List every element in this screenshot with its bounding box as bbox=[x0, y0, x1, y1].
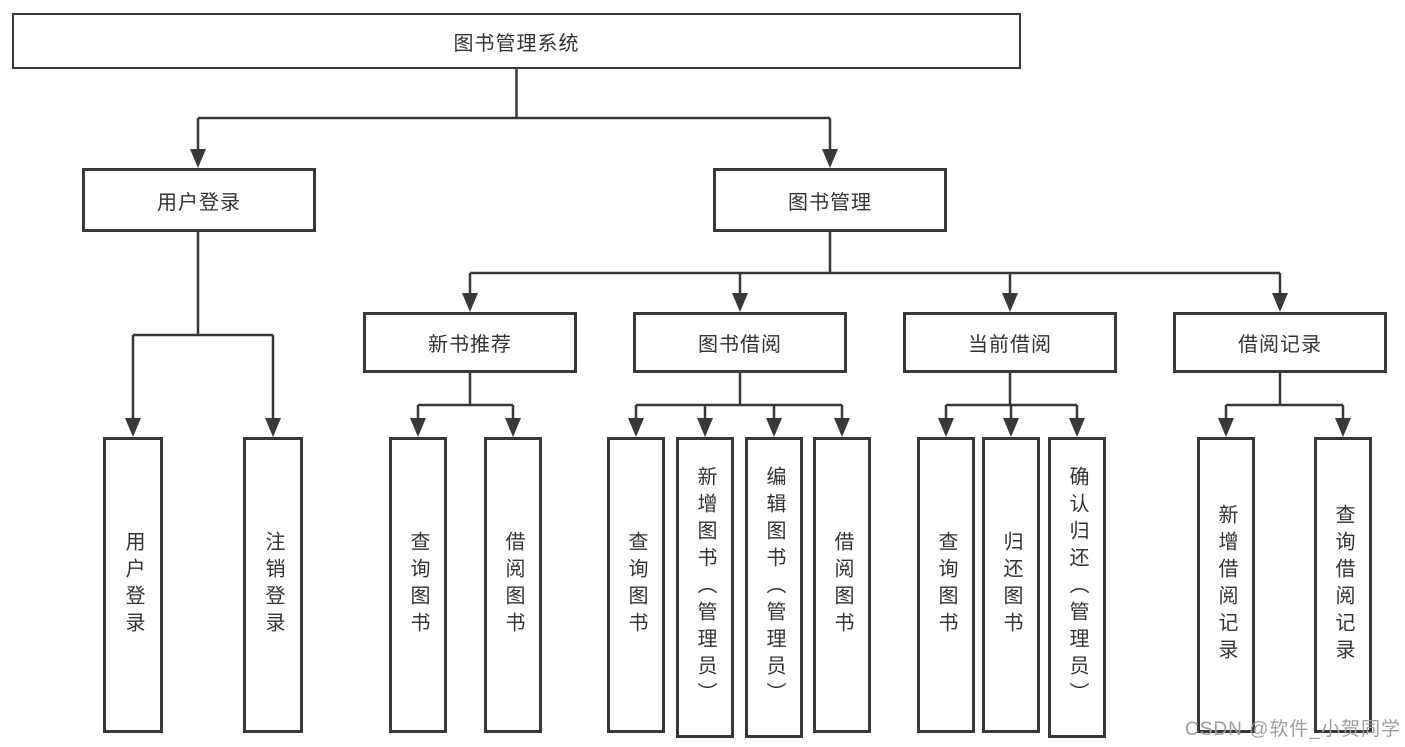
arrowhead-icon bbox=[766, 418, 782, 437]
arrowhead-icon bbox=[190, 149, 206, 168]
node-borrow-records-label: 借阅记录 bbox=[1238, 334, 1322, 356]
node-borrow-records: 借阅记录 bbox=[1173, 312, 1387, 373]
arrowhead-icon bbox=[834, 418, 850, 437]
arrowhead-icon bbox=[1002, 293, 1018, 312]
node-root-system: 图书管理系统 bbox=[12, 13, 1021, 69]
arrowhead-icon bbox=[938, 418, 954, 437]
leaf-confirm-return-admin-label: 确认归还（管理员） bbox=[1066, 466, 1088, 709]
leaf-edit-book-admin-label: 编辑图书（管理员） bbox=[763, 466, 785, 709]
node-current-borrow-label: 当前借阅 bbox=[968, 334, 1052, 356]
leaf-query-books-recommend: 查询图书 bbox=[389, 437, 447, 733]
leaf-borrow-books-recommend: 借阅图书 bbox=[484, 437, 542, 733]
arrowhead-icon bbox=[697, 418, 713, 437]
node-user-login-label: 用户登录 bbox=[157, 191, 241, 214]
arrowhead-icon bbox=[628, 418, 644, 437]
arrowhead-icon bbox=[1003, 418, 1019, 437]
leaf-add-borrow-record: 新增借阅记录 bbox=[1197, 437, 1255, 733]
arrowhead-icon bbox=[410, 418, 426, 437]
leaf-logout: 注销登录 bbox=[243, 437, 303, 733]
leaf-borrow-books: 借阅图书 bbox=[813, 437, 871, 733]
node-book-borrow: 图书借阅 bbox=[633, 312, 847, 373]
arrowhead-icon bbox=[125, 418, 141, 437]
leaf-query-borrow-record-label: 查询借阅记录 bbox=[1332, 504, 1354, 666]
leaf-add-book-admin-label: 新增图书（管理员） bbox=[694, 466, 716, 709]
leaf-query-books-current: 查询图书 bbox=[917, 437, 975, 733]
leaf-add-borrow-record-label: 新增借阅记录 bbox=[1215, 504, 1237, 666]
leaf-query-borrow-record: 查询借阅记录 bbox=[1314, 437, 1372, 733]
leaf-return-books-label: 归还图书 bbox=[1000, 531, 1022, 639]
leaf-logout-label: 注销登录 bbox=[262, 531, 284, 639]
leaf-query-books-borrow-label: 查询图书 bbox=[625, 531, 647, 639]
node-book-management-label: 图书管理 bbox=[788, 191, 872, 214]
node-book-management: 图书管理 bbox=[713, 168, 947, 232]
arrowhead-icon bbox=[462, 293, 478, 312]
node-new-book-recommend: 新书推荐 bbox=[363, 312, 577, 373]
arrowhead-icon bbox=[1335, 418, 1351, 437]
node-current-borrow: 当前借阅 bbox=[903, 312, 1117, 373]
node-new-book-recommend-label: 新书推荐 bbox=[428, 334, 512, 356]
arrowhead-icon bbox=[1272, 293, 1288, 312]
node-user-login: 用户登录 bbox=[82, 168, 316, 232]
node-book-borrow-label: 图书借阅 bbox=[698, 334, 782, 356]
node-root-label: 图书管理系统 bbox=[453, 32, 580, 55]
arrowhead-icon bbox=[822, 149, 838, 168]
leaf-return-books: 归还图书 bbox=[982, 437, 1040, 733]
arrowhead-icon bbox=[1218, 418, 1234, 437]
arrowhead-icon bbox=[265, 418, 281, 437]
leaf-query-books-current-label: 查询图书 bbox=[935, 531, 957, 639]
leaf-add-book-admin: 新增图书（管理员） bbox=[676, 437, 734, 738]
arrowhead-icon bbox=[732, 293, 748, 312]
leaf-edit-book-admin: 编辑图书（管理员） bbox=[745, 437, 803, 738]
arrowhead-icon bbox=[1069, 418, 1085, 437]
leaf-borrow-books-label: 借阅图书 bbox=[831, 531, 853, 639]
leaf-borrow-books-recommend-label: 借阅图书 bbox=[502, 531, 524, 639]
leaf-user-login-label: 用户登录 bbox=[122, 531, 144, 639]
arrowhead-icon bbox=[505, 418, 521, 437]
leaf-query-books-recommend-label: 查询图书 bbox=[407, 531, 429, 639]
csdn-watermark: CSDN @软件_小贺同学 bbox=[1185, 719, 1401, 740]
leaf-user-login: 用户登录 bbox=[103, 437, 163, 733]
leaf-confirm-return-admin: 确认归还（管理员） bbox=[1048, 437, 1106, 738]
leaf-query-books-borrow: 查询图书 bbox=[607, 437, 665, 733]
